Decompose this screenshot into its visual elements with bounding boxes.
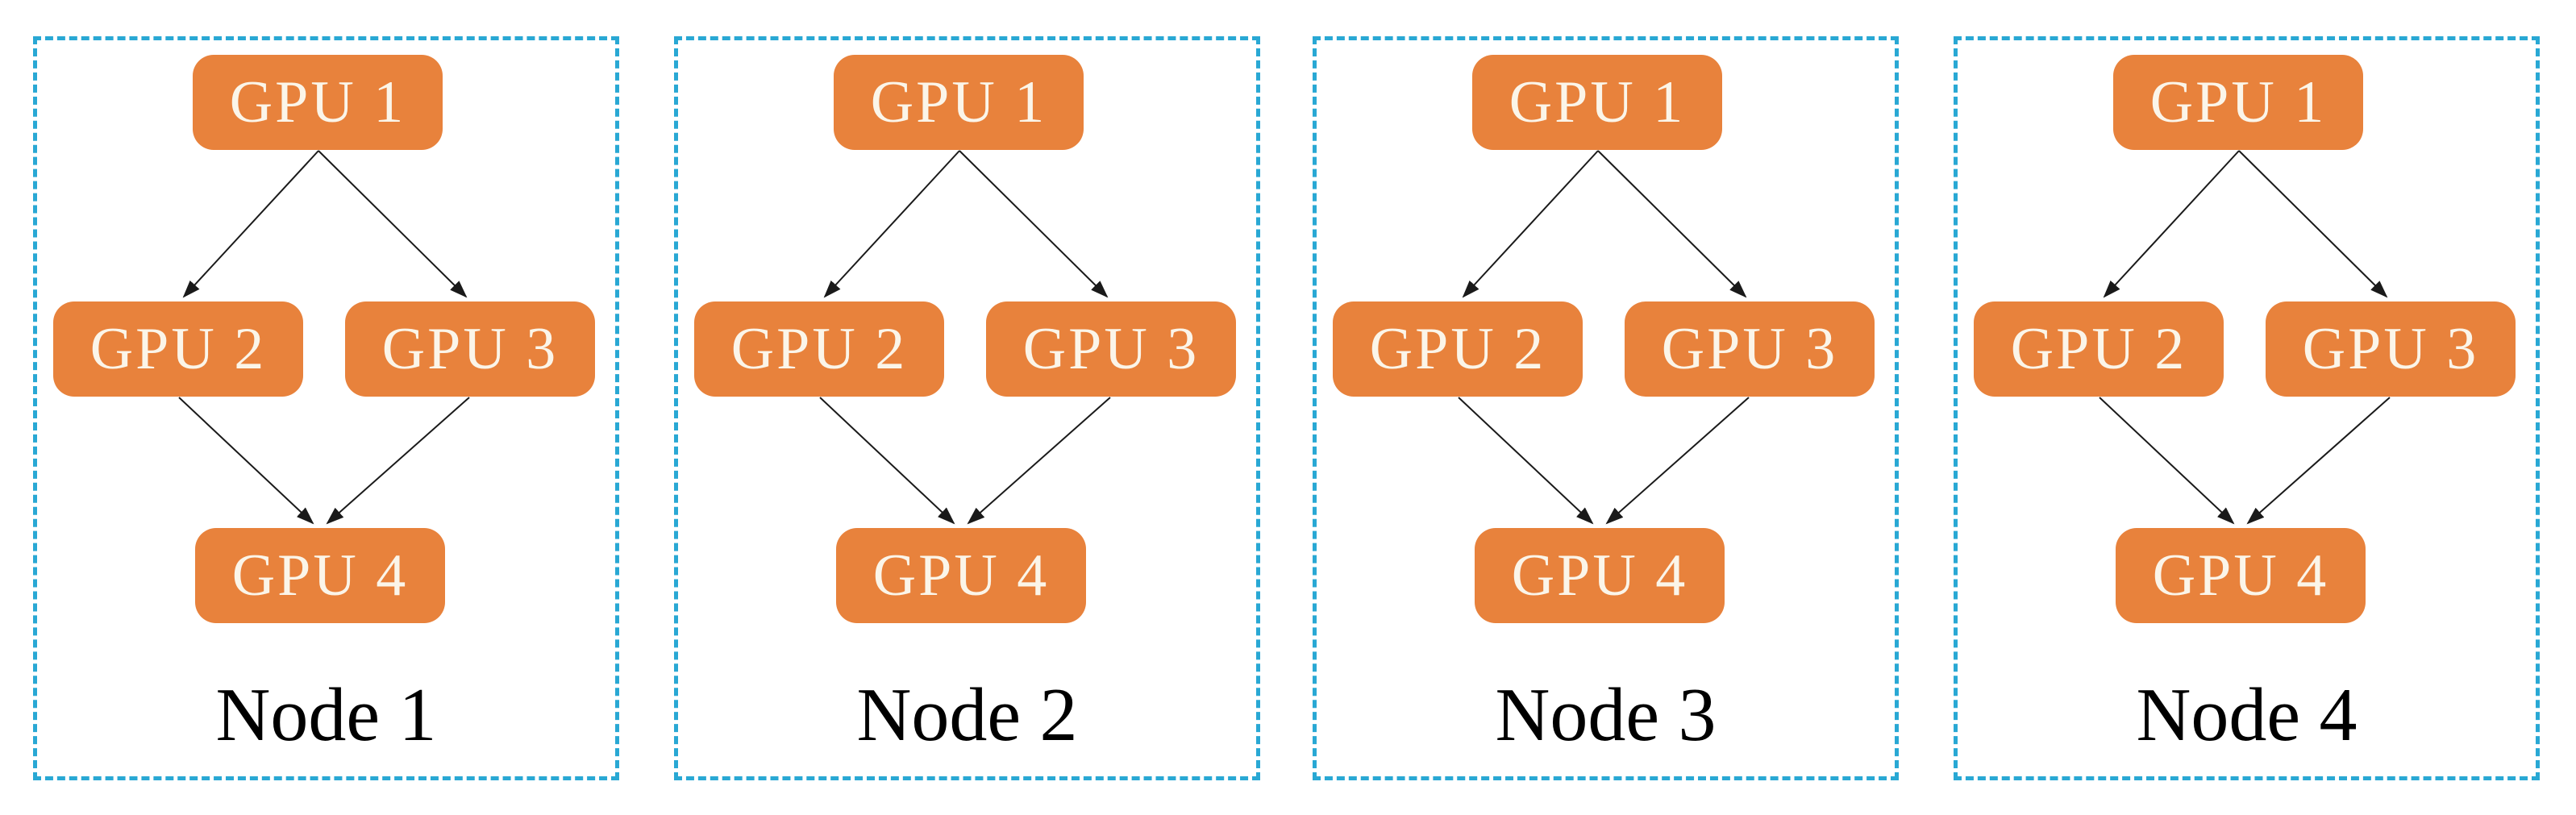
edge-gpu2-gpu4 [819,397,955,525]
edge-gpu1-gpu3 [318,150,468,298]
gpu-box-3: GPU 3 [986,301,1236,397]
gpu-box-4: GPU 4 [2116,528,2366,623]
gpu-box-2: GPU 2 [1974,301,2224,397]
edge-gpu1-gpu2 [823,150,960,298]
edge-gpu1-gpu3 [1597,150,1747,298]
edge-gpu2-gpu4 [178,397,314,525]
gpu-box-2: GPU 2 [53,301,303,397]
node-panel-3: GPU 1 GPU 2 GPU 3 GPU 4 Node 3 [1313,36,1899,780]
node-label: Node 4 [2136,673,2358,757]
edge-gpu1-gpu3 [2238,150,2388,298]
gpu-box-3: GPU 3 [345,301,595,397]
gpu-box-3: GPU 3 [2266,301,2516,397]
gpu-box-2: GPU 2 [694,301,944,397]
gpu-box-2: GPU 2 [1333,301,1583,397]
arrow-layer [1458,150,1750,525]
node-label: Node 2 [856,673,1078,757]
gpu-box-4: GPU 4 [836,528,1086,623]
gpu-box-4: GPU 4 [195,528,445,623]
node-label: Node 3 [1495,673,1717,757]
gpu-box-1: GPU 1 [1472,55,1722,150]
edge-gpu1-gpu2 [1462,150,1599,298]
node-panel-2: GPU 1 GPU 2 GPU 3 GPU 4 Node 2 [674,36,1260,780]
edge-gpu1-gpu2 [2103,150,2240,298]
node-label: Node 1 [215,673,437,757]
gpu-box-1: GPU 1 [193,55,443,150]
edge-gpu3-gpu4 [2246,397,2391,525]
edge-gpu2-gpu4 [1458,397,1594,525]
arrow-layer [2099,150,2391,525]
gpu-box-1: GPU 1 [834,55,1084,150]
node-panel-1: GPU 1 GPU 2 GPU 3 GPU 4 Node 1 [33,36,619,780]
edge-gpu2-gpu4 [2099,397,2235,525]
node-panel-4: GPU 1 GPU 2 GPU 3 GPU 4 Node 4 [1954,36,2540,780]
edge-gpu3-gpu4 [967,397,1111,525]
gpu-box-4: GPU 4 [1475,528,1725,623]
edge-gpu1-gpu3 [959,150,1109,298]
edge-gpu3-gpu4 [326,397,470,525]
edge-gpu3-gpu4 [1605,397,1750,525]
gpu-box-1: GPU 1 [2113,55,2363,150]
arrow-layer [178,150,470,525]
edge-gpu1-gpu2 [182,150,319,298]
arrow-layer [819,150,1111,525]
gpu-box-3: GPU 3 [1625,301,1875,397]
